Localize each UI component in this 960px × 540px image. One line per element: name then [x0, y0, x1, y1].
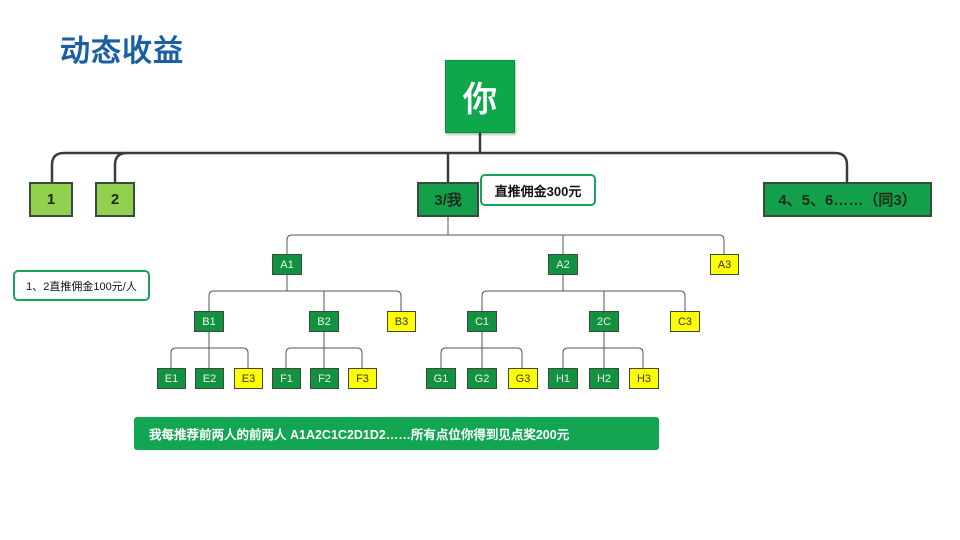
node-a3: A3 — [710, 254, 739, 275]
left-commission-note: 1、2直推佣金100元/人 — [13, 270, 150, 301]
node-c2: 2C — [589, 311, 619, 332]
node-2: 2 — [95, 182, 135, 217]
node-1: 1 — [29, 182, 73, 217]
node-e3: E3 — [234, 368, 263, 389]
node-h2: H2 — [589, 368, 619, 389]
node-a2: A2 — [548, 254, 578, 275]
node-g3: G3 — [508, 368, 538, 389]
page-title: 动态收益 — [60, 35, 184, 68]
node-c1: C1 — [467, 311, 497, 332]
node-f1: F1 — [272, 368, 301, 389]
node-a1: A1 — [272, 254, 302, 275]
node-3-me: 3/我 — [417, 182, 479, 217]
node-4-5-6: 4、5、6……（同3） — [763, 182, 932, 217]
node-b2: B2 — [309, 311, 339, 332]
node-h3: H3 — [629, 368, 659, 389]
direct-commission-note: 直推佣金300元 — [480, 174, 596, 206]
node-g2: G2 — [467, 368, 497, 389]
node-c3: C3 — [670, 311, 700, 332]
node-f3: F3 — [348, 368, 377, 389]
node-b1: B1 — [194, 311, 224, 332]
bonus-banner: 我每推荐前两人的前两人 A1A2C1C2D1D2……所有点位你得到见点奖200元 — [134, 417, 659, 450]
node-e2: E2 — [195, 368, 224, 389]
root-node: 你 — [445, 60, 515, 133]
node-e1: E1 — [157, 368, 186, 389]
node-f2: F2 — [310, 368, 339, 389]
node-b3: B3 — [387, 311, 416, 332]
node-g1: G1 — [426, 368, 456, 389]
node-h1: H1 — [548, 368, 578, 389]
